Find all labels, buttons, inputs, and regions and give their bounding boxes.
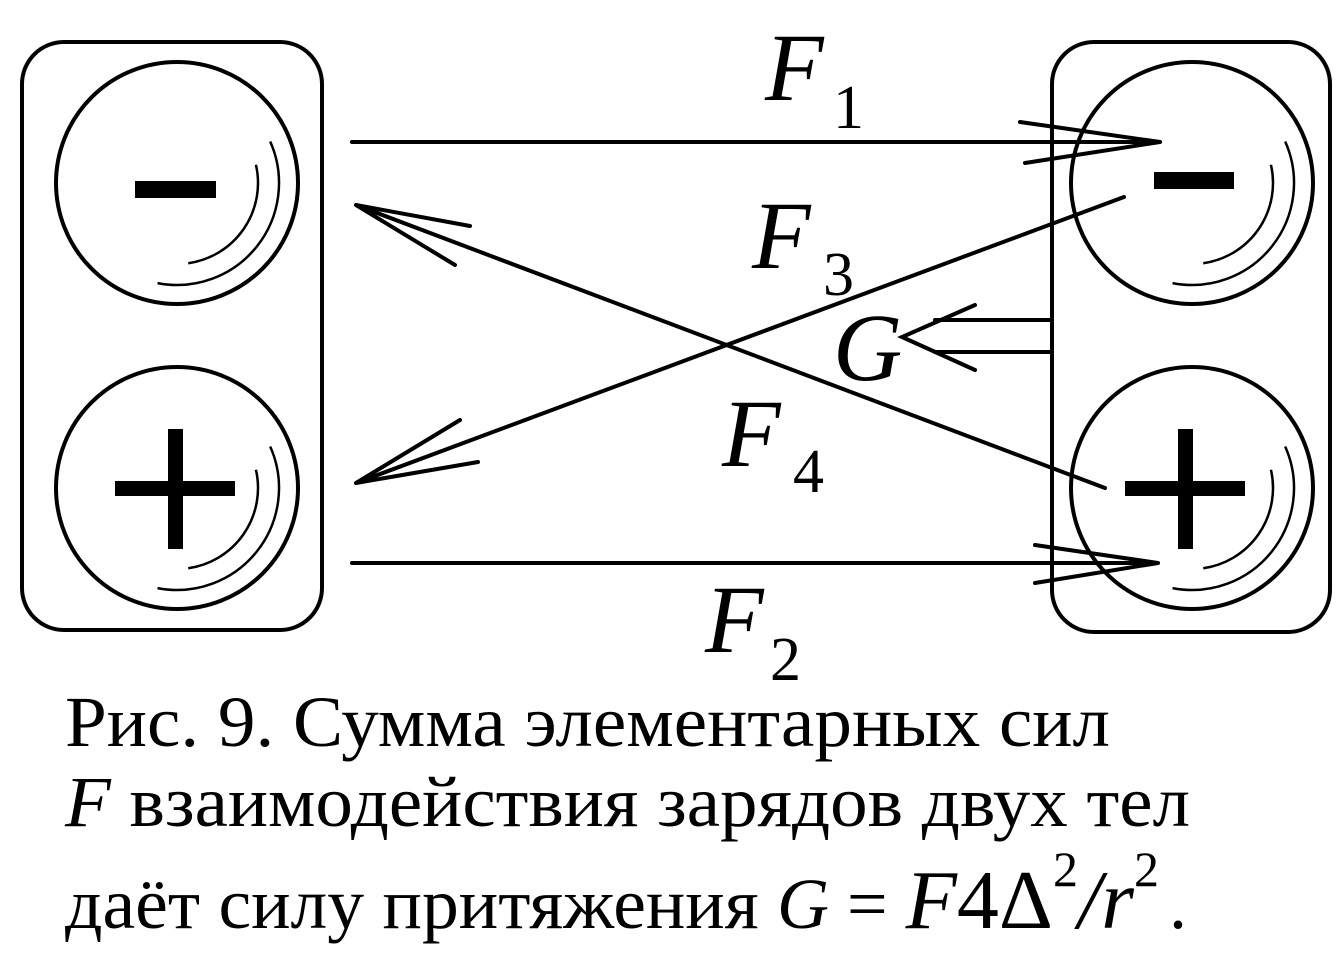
charge-circle: [54, 365, 300, 611]
highlight-arc: [188, 469, 260, 570]
left-negative-sign: [135, 181, 216, 198]
highlight-arc: [157, 141, 281, 287]
caption-line-3: даёт силу притяжения G = F4Δ2/r2.: [65, 841, 1187, 947]
highlight-arc: [188, 164, 260, 265]
right-positive-charge: [1069, 365, 1315, 611]
force-g-arrow: [897, 303, 1054, 372]
charge-circle: [1069, 365, 1315, 611]
caption-line-2: F взаимодействия зарядов двух тел: [64, 762, 1190, 842]
right-positive-sign: [1125, 429, 1245, 549]
caption-line-1: Рис. 9. Сумма элементарных сил: [65, 682, 1110, 762]
force-f1-arrow: [350, 120, 1162, 165]
label-g: G: [833, 294, 902, 401]
force-f4-arrow: [354, 195, 1126, 485]
force-f2-arrow: [350, 543, 1160, 585]
highlight-arc: [157, 446, 281, 592]
left-negative-charge: [54, 60, 300, 306]
highlight-arc: [1203, 469, 1275, 570]
left-body: [20, 40, 324, 632]
right-negative-sign: [1154, 172, 1234, 189]
right-negative-charge: [1069, 60, 1315, 306]
charge-circle: [54, 60, 300, 306]
highlight-arc: [1172, 141, 1296, 287]
highlight-arc: [1203, 164, 1275, 265]
force-f3-arrow: [354, 203, 1107, 490]
highlight-arc: [1172, 446, 1296, 592]
charge-circle: [1069, 60, 1315, 306]
left-positive-sign: [115, 429, 235, 549]
left-positive-charge: [54, 365, 300, 611]
right-body: [1050, 40, 1332, 634]
